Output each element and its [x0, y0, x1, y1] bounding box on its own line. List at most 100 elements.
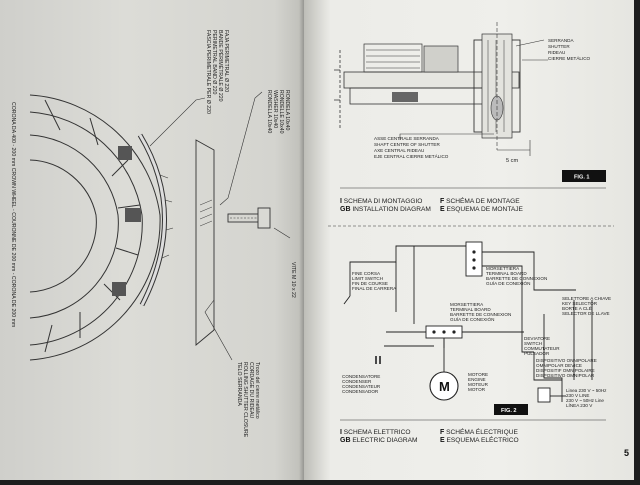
fig2-tb1-4: GUÍA DE CONEXIÓN: [486, 280, 530, 286]
svg-text:I SCHEMA DI MONTAGGIO: I SCHEMA DI MONTAGGIO: [340, 198, 422, 205]
svg-text:I SCHEMA ELETTRICO: I SCHEMA ELETTRICO: [340, 429, 410, 436]
fig1-dimension-text: 5 cm: [506, 158, 518, 164]
fig1-cap-gb: INSTALLATION DIAGRAM: [351, 206, 431, 213]
fig2-tb2-4: GUÍA DE CONEXIÓN: [450, 316, 494, 322]
fig1-cap-e: ESQUEMA DE MONTAJE: [445, 206, 524, 213]
screw-label: VITE M 10 x 22: [290, 262, 296, 298]
fig1-badge-text: FIG. 1: [574, 175, 590, 181]
band-hatching: [159, 174, 174, 259]
fig2-omnipolar-2: OMNIPOLAR DEVICE: [536, 363, 582, 368]
fig1-shutter-label-3: RIDEAU: [548, 50, 565, 55]
fig2-cap-e-prefix: E: [440, 437, 445, 444]
fig2-motor-symbol: [429, 371, 459, 401]
fig1-cap-i-prefix: I: [340, 198, 342, 205]
exploded-assembly-drawing: FASCIA PERIMETRALE PER Ø 220 PERIMETRAL …: [10, 30, 296, 438]
screw-label-text: VITE M 10 x 22: [290, 262, 296, 298]
page-number: 5: [624, 448, 629, 458]
fig2-condenser-2: CONDENSER: [342, 379, 372, 384]
fig2-line-1: Linea 230 V ~ 50Hz: [566, 388, 607, 393]
crown-wheel: [29, 94, 161, 361]
band-label-line-4: FAJA PERIMETRAL Ø 220: [223, 30, 229, 92]
left-page: FASCIA PERIMETRALE PER Ø 220 PERIMETRAL …: [0, 0, 312, 480]
fig2-condenser-4: CONDENSADOR: [342, 389, 379, 394]
fig1-shutter-label-4: CIERRE METÁLICO: [548, 55, 591, 61]
right-page: SERRANDA SHUTTER RIDEAU CIERRE METÁLICO …: [304, 0, 634, 480]
fig1-cap-f-prefix: F: [440, 198, 445, 205]
washer-label-line-2: WASHER 10x40: [272, 90, 278, 128]
fig2-omnipolar-4: DISPOSITIVO OMNIPOLAR: [536, 373, 595, 378]
fig2-motor-2: ENGINE: [468, 377, 486, 382]
fig1-axis-label-2: SHAFT CENTRE OF SHUTTER: [374, 142, 440, 147]
fig2-key-2: KEY SELECTOR: [562, 301, 598, 306]
fig2-omnipolar-device: [537, 387, 551, 403]
shutter-strip: [195, 139, 215, 346]
fig2-key-4: SELECTOR DE LLAVE: [562, 311, 610, 316]
fig1-axis-label-1: ASSE CENTRALE SERRANDA: [374, 136, 440, 141]
band-label: FASCIA PERIMETRALE PER Ø 220 PERIMETRAL …: [205, 30, 229, 114]
band-label-line-1: FASCIA PERIMETRALE PER Ø 220: [205, 30, 211, 114]
fig1-badge: [562, 170, 606, 182]
crown-wheel-hubs: [112, 146, 141, 296]
fig2-switch-3: COMMUTATEUR: [524, 346, 560, 351]
fig1-shutter-label-1: SERRANDA: [548, 38, 574, 43]
washer-label-line-3: RONDELLE 10x40: [278, 90, 284, 134]
fig2-cap-f: SCHÉMA ÉLECTRIQUE: [444, 427, 518, 436]
fig1-axis-label-4: EJE CENTRAL CIERRE METÁLICO: [374, 153, 449, 159]
fig2-captions: I SCHEMA ELETTRICO GB ELECTRIC DIAGRAM F…: [340, 427, 519, 444]
fig1-cap-e-prefix: E: [440, 206, 445, 213]
fig2-switch-4: PULSADOR: [524, 351, 550, 356]
fig2-motor-1: MOTORE: [468, 372, 488, 377]
fig2-labels: FINE CORSA LIMIT SWITCH FIN DE COURSE FI…: [340, 266, 611, 421]
svg-text:F SCHÉMA ÉLECTRIQUE: F SCHÉMA ÉLECTRIQUE: [440, 427, 519, 436]
fig1-cap-i: SCHEMA DI MONTAGGIO: [342, 198, 422, 205]
roller-label-line-3: CORDAGE DU RIDEAU: [248, 362, 254, 418]
fig2-tb1-2: TERMINAL BOARD: [486, 271, 527, 276]
fig2-omnipolar-1: DISPOSITIVO ONNIPOLARE: [536, 358, 597, 363]
roller-label-line-4: Trozo del cierre metálico: [254, 362, 260, 419]
fig2-tb2-3: BARRETTE DE CONNEXION: [450, 312, 511, 317]
screw-assembly: [227, 207, 271, 229]
fig1-terminal-block: [392, 92, 418, 102]
fig2-tb2-1: MORSETTIERA: [450, 302, 484, 307]
svg-text:GB INSTALLATION DIAGRAM: GB INSTALLATION DIAGRAM: [340, 206, 431, 213]
fig2-cap-gb-prefix: GB: [340, 437, 351, 444]
svg-text:F SCHÉMA DE MONTAGE: F SCHÉMA DE MONTAGE: [440, 196, 520, 205]
roller-label: TELO SERRANDA ROLLING SHUTTER CLOSURE CO…: [236, 362, 260, 438]
svg-text:E ESQUEMA ELÉCTRICO: E ESQUEMA ELÉCTRICO: [440, 435, 519, 444]
washer-label: RONDELLA 10x40 WASHER 10x40 RONDELLE 10x…: [266, 90, 290, 134]
washer-label-line-1: RONDELLA 10x40: [266, 90, 272, 133]
fig1-captions: I SCHEMA DI MONTAGGIO GB INSTALLATION DI…: [340, 196, 524, 213]
fig2-tb1-1: MORSETTIERA: [486, 266, 520, 271]
fig2-switch-1: DEVIATORE: [524, 336, 550, 341]
band-label-line-3: BANDE PÉRIMÉTRALE Ø 220: [217, 30, 224, 102]
fig1-cap-gb-prefix: GB: [340, 206, 351, 213]
svg-text:GB ELECTRIC DIAGRAM: GB ELECTRIC DIAGRAM: [340, 437, 418, 444]
fig2-condenser-1: CONDENSATORE: [342, 374, 380, 379]
fig2-tb2-2: TERMINAL BOARD: [450, 307, 491, 312]
fig2-cap-i: SCHEMA ELETTRICO: [342, 429, 411, 436]
fig2-key-1: SELETTORE A CHIAVE: [562, 296, 611, 301]
svg-text:E ESQUEMA DE MONTAJE: E ESQUEMA DE MONTAJE: [440, 206, 524, 213]
band-label-line-2: PERIMETRAL BAND Ø 220: [211, 30, 217, 94]
fig2-cap-e: ESQUEMA ELÉCTRICO: [445, 435, 519, 444]
fig2-motor-letter: M: [439, 379, 450, 394]
fig2-badge-text: FIG. 2: [501, 408, 517, 414]
fig2-cap-gb: ELECTRIC DIAGRAM: [351, 437, 418, 444]
fig1-shutter-label-2: SHUTTER: [548, 44, 570, 49]
fig1-cap-f: SCHÉMA DE MONTAGE: [444, 196, 520, 205]
fig2-motor-3: MOTEUR: [468, 382, 489, 387]
fig1-installation-diagram: SERRANDA SHUTTER RIDEAU CIERRE METÁLICO …: [334, 22, 606, 189]
fig2-cap-i-prefix: I: [340, 429, 342, 436]
fig2-limit-3: FIN DE COURSE: [352, 281, 388, 286]
leader-lines: [149, 91, 291, 361]
fig2-line-2: 230 V LINE: [566, 393, 590, 398]
fig2-switch-2: SWITCH: [524, 341, 542, 346]
fig2-condenser-3: CONDENSATEUR: [342, 384, 381, 389]
fig2-key-3: BORTE A CLÉ: [562, 305, 592, 311]
fig2-line-4: LÍNEA 230 V: [566, 402, 593, 408]
roller-label-line-1: TELO SERRANDA: [236, 362, 242, 406]
fig2-limit-4: FINAL DE CARRERA: [352, 286, 397, 291]
fig2-motor-4: MOTOR: [468, 387, 486, 392]
fig1-axis-label-3: AXE CENTRAL RIDEAU: [374, 148, 424, 153]
